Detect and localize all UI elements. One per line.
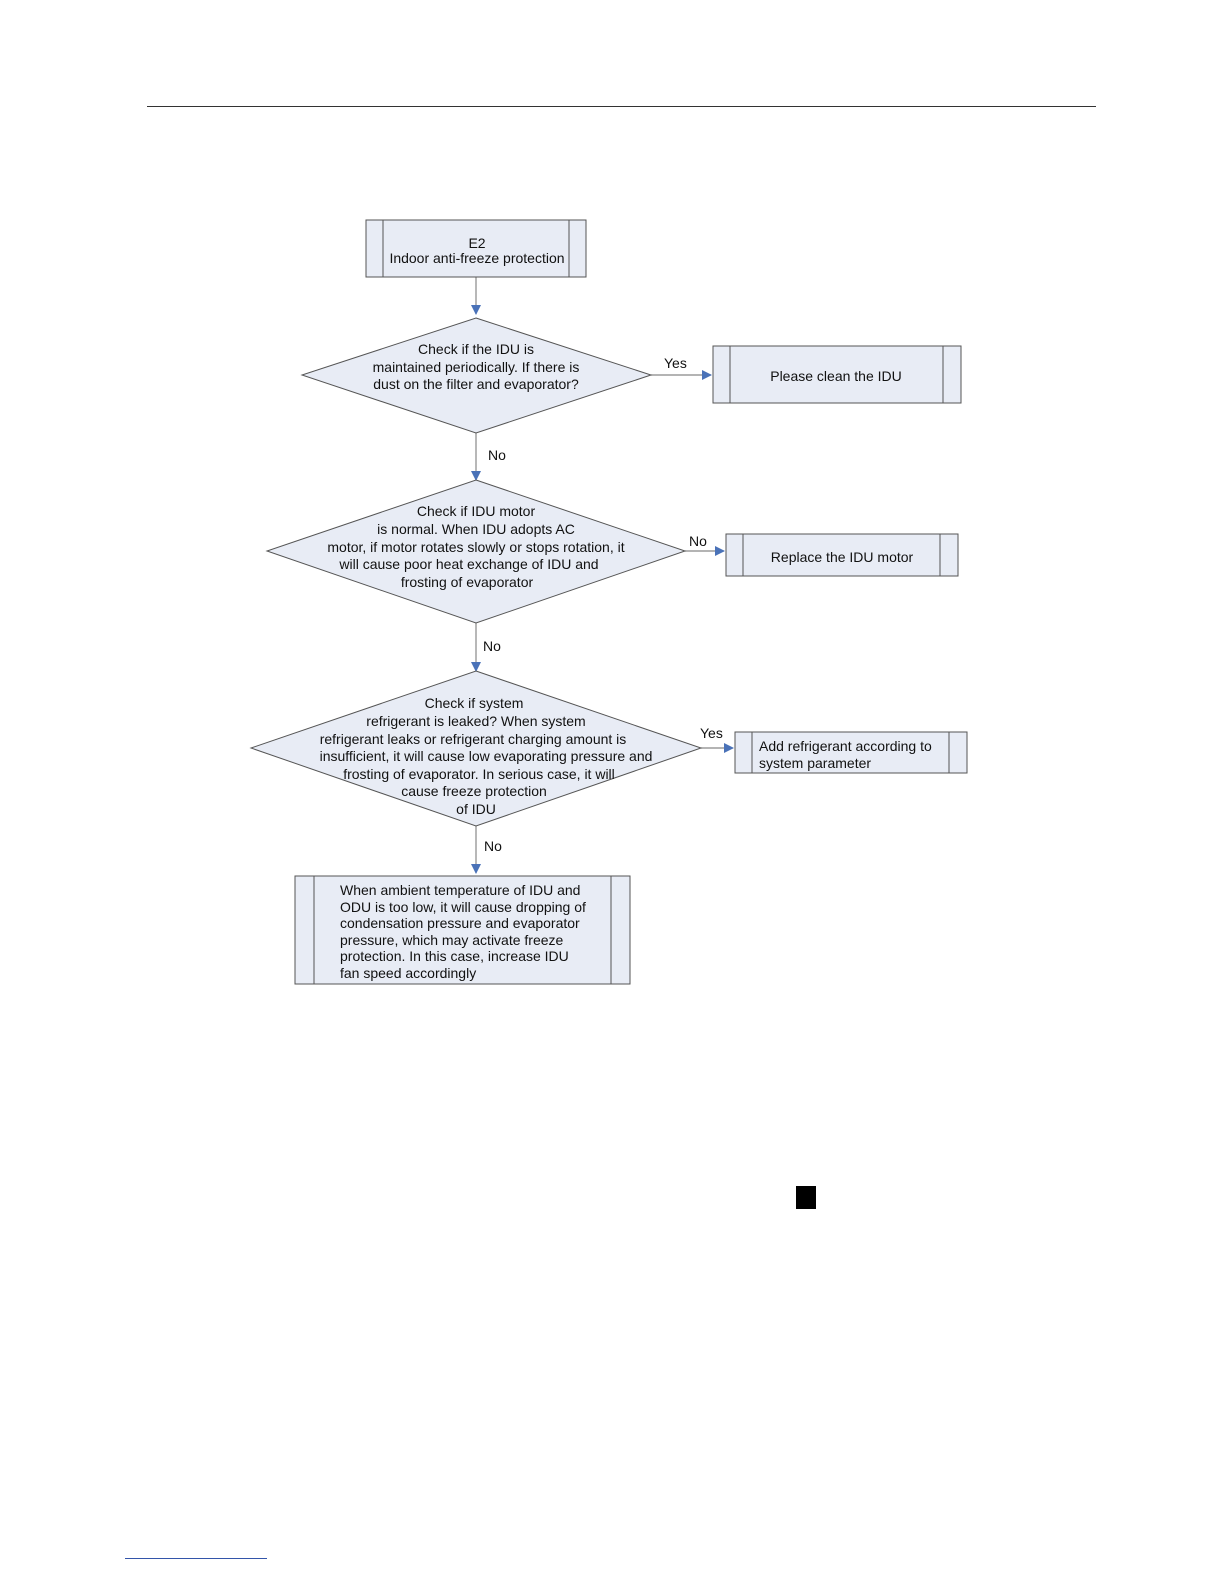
- action-2-box: Replace the IDU motor: [725, 533, 959, 577]
- decision-3-line-2: refrigerant is leaked? When system: [366, 713, 585, 729]
- footer-rule: [125, 1558, 267, 1559]
- decision-2-line-4: will cause poor heat exchange of IDU and: [338, 556, 598, 572]
- action-2-line-1: Replace the IDU motor: [771, 549, 914, 565]
- decision-1-shape: [300, 317, 653, 434]
- decision-2-line-1: Check if IDU motor: [417, 503, 536, 519]
- decision-3-line-7: of IDU: [456, 801, 496, 817]
- decision-3-shape: [249, 670, 703, 827]
- decision-2-down-label: No: [483, 638, 501, 654]
- decision-3-yes-label: Yes: [700, 725, 723, 741]
- decision-2-shape: [265, 479, 687, 624]
- decision-2-line-2: is normal. When IDU adopts AC: [377, 521, 575, 537]
- end-line-5: protection. In this case, increase IDU: [340, 948, 569, 964]
- decision-3: Check if system refrigerant is leaked? W…: [249, 670, 703, 827]
- decision-3-line-3: refrigerant leaks or refrigerant chargin…: [320, 731, 627, 747]
- end-line-3: condensation pressure and evaporator: [340, 915, 580, 931]
- decision-1-line-3: dust on the filter and evaporator?: [373, 376, 579, 392]
- decision-2-line-5: frosting of evaporator: [401, 574, 534, 590]
- start-line-2: Indoor anti-freeze protection: [389, 250, 564, 266]
- action-3-line-2: system parameter: [759, 755, 871, 771]
- decision-2-side-label: No: [689, 533, 707, 549]
- end-line-2: ODU is too low, it will cause dropping o…: [340, 899, 586, 915]
- action-3-shape: [734, 731, 968, 774]
- decision-1-line-2: maintained periodically. If there is: [373, 359, 580, 375]
- decision-3-line-4: insufficient, it will cause low evaporat…: [320, 748, 653, 764]
- decision-1: Check if the IDU is maintained periodica…: [300, 317, 653, 434]
- black-square-mark: [796, 1186, 816, 1209]
- start-box: E2 Indoor anti-freeze protection: [365, 219, 587, 278]
- decision-2-line-3: motor, if motor rotates slowly or stops …: [327, 539, 624, 555]
- end-line-6: fan speed accordingly: [340, 965, 476, 981]
- start-box-shape: [365, 219, 587, 278]
- decision-3-line-5: frosting of evaporator. In serious case,…: [343, 766, 615, 782]
- end-line-4: pressure, which may activate freeze: [340, 932, 564, 948]
- decision-3-no-label: No: [484, 838, 502, 854]
- end-line-1: When ambient temperature of IDU and: [340, 882, 580, 898]
- action-1-line-1: Please clean the IDU: [770, 368, 902, 384]
- end-box-shape: [294, 875, 631, 985]
- decision-2: Check if IDU motor is normal. When IDU a…: [265, 479, 687, 624]
- action-2-shape: [725, 533, 959, 577]
- decision-3-line-1: Check if system: [425, 695, 524, 711]
- start-line-1: E2: [468, 235, 485, 251]
- action-1-box: Please clean the IDU: [712, 345, 962, 404]
- action-3-box: Add refrigerant according to system para…: [734, 731, 968, 774]
- connectors: [471, 277, 734, 874]
- action-1-shape: [712, 345, 962, 404]
- header-rule: [147, 106, 1096, 107]
- decision-3-line-6: cause freeze protection: [401, 783, 547, 799]
- action-3-line-1: Add refrigerant according to: [759, 738, 932, 754]
- decision-1-no-label: No: [488, 447, 506, 463]
- decision-1-line-1: Check if the IDU is: [418, 341, 534, 357]
- decision-1-yes-label: Yes: [664, 355, 687, 371]
- end-box: When ambient temperature of IDU and ODU …: [294, 875, 631, 985]
